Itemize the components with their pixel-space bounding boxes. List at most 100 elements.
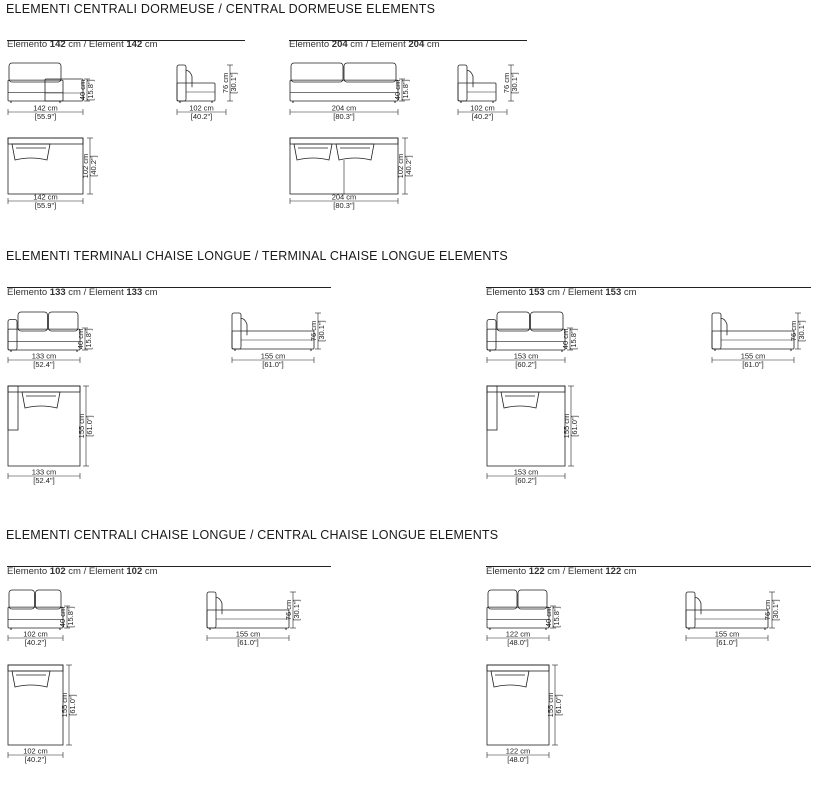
svg-text:122 cm: 122 cm [506, 747, 531, 756]
svg-text:[55.9"]: [55.9"] [35, 112, 56, 121]
svg-text:76 cm: 76 cm [284, 600, 293, 620]
front-view-153 [486, 311, 566, 352]
svg-text:[40.2"]: [40.2"] [472, 112, 493, 121]
svg-text:155 cm: 155 cm [261, 352, 286, 361]
dimension-w102-horizontal: 102 cm[40.2"] [457, 104, 508, 121]
svg-text:155 cm: 155 cm [60, 693, 69, 718]
svg-text:76 cm: 76 cm [763, 600, 772, 620]
dimension-h76-vertical: 76 cm[30.1"] [221, 64, 238, 102]
svg-text:155 cm: 155 cm [236, 630, 261, 639]
svg-text:40 cm: 40 cm [78, 80, 87, 100]
front-view-142-extension [44, 78, 84, 102]
dimension-w155-horizontal: 155 cm[61.0"] [231, 352, 315, 369]
svg-text:[15.8"]: [15.8"] [569, 328, 578, 349]
svg-text:[52.4"]: [52.4"] [33, 476, 54, 485]
svg-text:102 cm: 102 cm [189, 104, 214, 113]
side-view-204 [457, 64, 497, 103]
side-view-133 [231, 312, 315, 351]
svg-text:[61.0"]: [61.0"] [68, 694, 77, 715]
dimension-w102-horizontal: 102 cm[40.2"] [7, 747, 64, 764]
svg-text:[61.0"]: [61.0"] [262, 360, 283, 369]
svg-text:[30.1"]: [30.1"] [797, 320, 806, 341]
front-view-204 [289, 62, 399, 103]
svg-text:155 cm: 155 cm [741, 352, 766, 361]
section-title-terminal-chaise-longue: ELEMENTI TERMINALI CHAISE LONGUE / TERMI… [6, 249, 508, 263]
svg-text:[15.8"]: [15.8"] [86, 79, 95, 100]
svg-text:[48.0"]: [48.0"] [507, 755, 528, 764]
dimension-w102-horizontal: 102 cm[40.2"] [7, 630, 64, 647]
side-view-153 [711, 312, 795, 351]
dimension-h102-vertical: 102 cm[40.2"] [396, 137, 413, 195]
svg-text:102 cm: 102 cm [81, 154, 90, 179]
svg-text:[61.0"]: [61.0"] [570, 415, 579, 436]
svg-text:[80.3"]: [80.3"] [333, 201, 354, 210]
dimension-h40-vertical: 40 cm[15.8"] [561, 327, 578, 351]
dimension-h76-vertical: 76 cm[30.1"] [502, 64, 519, 102]
svg-text:155 cm: 155 cm [77, 414, 86, 439]
svg-text:40 cm: 40 cm [544, 607, 553, 627]
svg-text:[40.2"]: [40.2"] [25, 638, 46, 647]
dimension-w153-horizontal: 153 cm[60.2"] [486, 468, 566, 485]
plan-view-133 [7, 385, 81, 467]
svg-text:[15.8"]: [15.8"] [84, 328, 93, 349]
svg-text:[30.1"]: [30.1"] [317, 320, 326, 341]
dimension-w102-horizontal: 102 cm[40.2"] [176, 104, 227, 121]
plan-view-122 [486, 664, 550, 746]
dimension-w155-horizontal: 155 cm[61.0"] [711, 352, 795, 369]
svg-text:153 cm: 153 cm [514, 352, 539, 361]
svg-text:[40.2"]: [40.2"] [191, 112, 212, 121]
dimension-h40-vertical: 40 cm[15.8"] [58, 605, 75, 629]
dimension-w122-horizontal: 122 cm[48.0"] [486, 747, 550, 764]
front-view-133 [7, 311, 81, 352]
front-view-122 [486, 589, 550, 630]
plan-view-142 [7, 137, 84, 195]
svg-text:[40.2"]: [40.2"] [25, 755, 46, 764]
svg-text:40 cm: 40 cm [58, 607, 67, 627]
plan-view-153 [486, 385, 566, 467]
svg-text:155 cm: 155 cm [546, 693, 555, 718]
dimension-w133-horizontal: 133 cm[52.4"] [7, 352, 81, 369]
group-label-122: Elemento 122 cm / Element 122 cm [486, 566, 637, 577]
svg-text:133 cm: 133 cm [32, 468, 57, 477]
dimension-h40-vertical: 40 cm[15.8"] [544, 605, 561, 629]
dimension-h40-vertical: 40 cm[15.8"] [76, 327, 93, 351]
svg-text:40 cm: 40 cm [76, 329, 85, 349]
svg-text:[48.0"]: [48.0"] [507, 638, 528, 647]
svg-text:142 cm: 142 cm [33, 104, 58, 113]
group-label-133: Elemento 133 cm / Element 133 cm [7, 287, 158, 298]
svg-text:40 cm: 40 cm [561, 329, 570, 349]
svg-text:[15.8"]: [15.8"] [401, 79, 410, 100]
dimension-h155-vertical: 155 cm[61.0"] [77, 385, 94, 467]
section-title-central-dormeuse: ELEMENTI CENTRALI DORMEUSE / CENTRAL DOR… [6, 2, 436, 16]
svg-text:153 cm: 153 cm [514, 468, 539, 477]
svg-text:76 cm: 76 cm [502, 73, 511, 93]
svg-text:204 cm: 204 cm [332, 193, 357, 202]
svg-text:[60.2"]: [60.2"] [515, 360, 536, 369]
svg-text:[80.3"]: [80.3"] [333, 112, 354, 121]
dimension-h155-vertical: 155 cm[61.0"] [562, 385, 579, 467]
group-label-153: Elemento 153 cm / Element 153 cm [486, 287, 637, 298]
svg-text:122 cm: 122 cm [506, 630, 531, 639]
dimension-w122-horizontal: 122 cm[48.0"] [486, 630, 550, 647]
svg-text:[30.1"]: [30.1"] [771, 599, 780, 620]
dimension-h76-vertical: 76 cm[30.1"] [284, 591, 301, 629]
group-rule-133 [7, 287, 331, 288]
svg-text:[15.8"]: [15.8"] [66, 606, 75, 627]
svg-text:[30.1"]: [30.1"] [292, 599, 301, 620]
svg-text:[30.1"]: [30.1"] [229, 72, 238, 93]
svg-text:102 cm: 102 cm [396, 154, 405, 179]
svg-text:142 cm: 142 cm [33, 193, 58, 202]
svg-text:102 cm: 102 cm [23, 747, 48, 756]
group-label-102: Elemento 102 cm / Element 102 cm [7, 566, 158, 577]
dimension-w204-horizontal: 204 cm[80.3"] [289, 104, 399, 121]
svg-text:155 cm: 155 cm [715, 630, 740, 639]
dimension-w155-horizontal: 155 cm[61.0"] [206, 630, 290, 647]
svg-text:76 cm: 76 cm [789, 321, 798, 341]
svg-text:40 cm: 40 cm [393, 80, 402, 100]
svg-text:[61.0"]: [61.0"] [742, 360, 763, 369]
svg-text:[30.1"]: [30.1"] [510, 72, 519, 93]
svg-text:[60.2"]: [60.2"] [515, 476, 536, 485]
side-view-122 [685, 591, 769, 630]
svg-text:204 cm: 204 cm [332, 104, 357, 113]
